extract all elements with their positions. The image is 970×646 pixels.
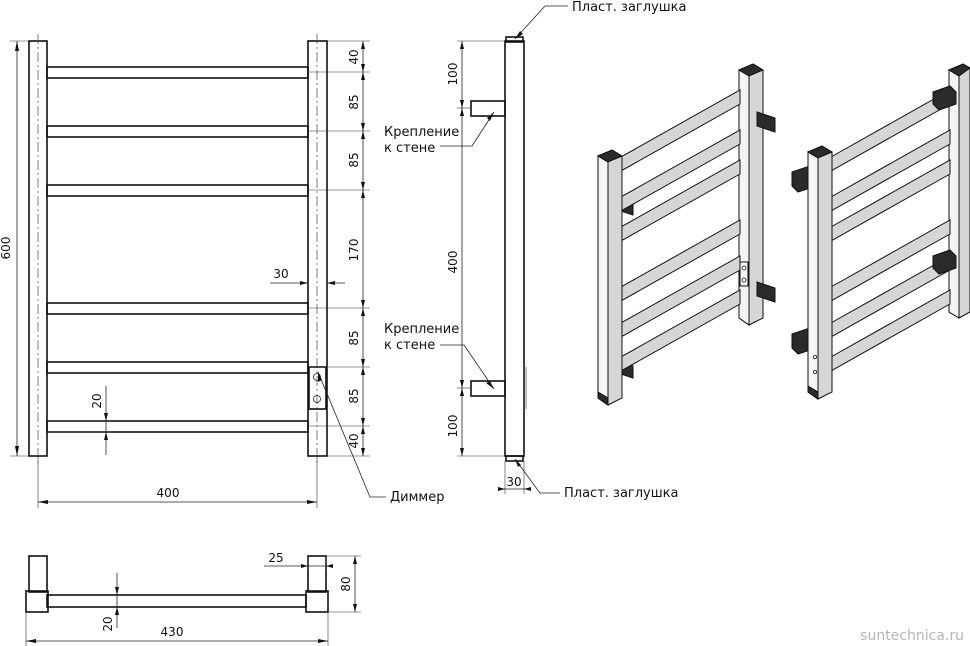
left-post (28, 40, 48, 457)
label-mount-top-line2: к стене (384, 141, 435, 156)
dim-top-post-25: 25 (268, 551, 283, 565)
dim-width-400: 400 (157, 486, 180, 500)
label-plug-top: Пласт. заглушка (572, 0, 686, 15)
iso1-bars (611, 89, 741, 377)
dim-spacing-5: 85 (347, 330, 361, 345)
dim-spacing-2: 85 (347, 94, 361, 109)
label-mount-bottom-line2: к стене (384, 338, 435, 353)
dim-gap-30: 30 (273, 267, 288, 281)
dim-bar-20: 20 (90, 393, 104, 408)
dim-spacing-4: 170 (347, 239, 361, 262)
dim-spacing-7: 40 (347, 433, 361, 448)
side-view: 100 400 100 30 Пласт. заглушка Пласт. за… (384, 0, 686, 501)
isometric-view-back (791, 63, 970, 400)
right-post (307, 40, 328, 457)
label-plug-bottom: Пласт. заглушка (564, 486, 678, 501)
side-post (504, 40, 525, 457)
front-view: 600 40 85 85 170 85 (0, 34, 444, 508)
dim-side-top-100: 100 (446, 63, 460, 86)
right-dimension-stack: 40 85 85 170 85 85 40 (308, 40, 370, 457)
dim-spacing-3: 85 (347, 152, 361, 167)
dim-spacing-1: 40 (347, 49, 361, 64)
watermark: suntechnica.ru (860, 628, 964, 644)
isometric-view-front (596, 63, 776, 406)
dim-top-depth-80: 80 (339, 576, 353, 591)
label-dimmer: Диммер (390, 490, 444, 505)
dimmer-box (308, 366, 327, 410)
label-mount-bottom-line1: Крепление (384, 322, 459, 337)
top-view: 25 80 20 430 (25, 551, 361, 646)
crossbars (46, 66, 309, 433)
dim-side-depth-30: 30 (506, 475, 521, 489)
wall-mount-bottom (470, 380, 506, 397)
dim-spacing-6: 85 (347, 388, 361, 403)
wall-mount-top (470, 100, 506, 117)
dim-side-middle-400: 400 (446, 251, 460, 274)
label-mount-top-line1: Крепление (384, 125, 459, 140)
dim-side-bottom-100: 100 (446, 415, 460, 438)
dim-top-bar-20: 20 (101, 616, 115, 631)
dim-height-600: 600 (0, 237, 13, 260)
iso2-bars (821, 89, 951, 377)
dim-top-overall-430: 430 (161, 625, 184, 639)
top-view-bar (46, 594, 307, 608)
